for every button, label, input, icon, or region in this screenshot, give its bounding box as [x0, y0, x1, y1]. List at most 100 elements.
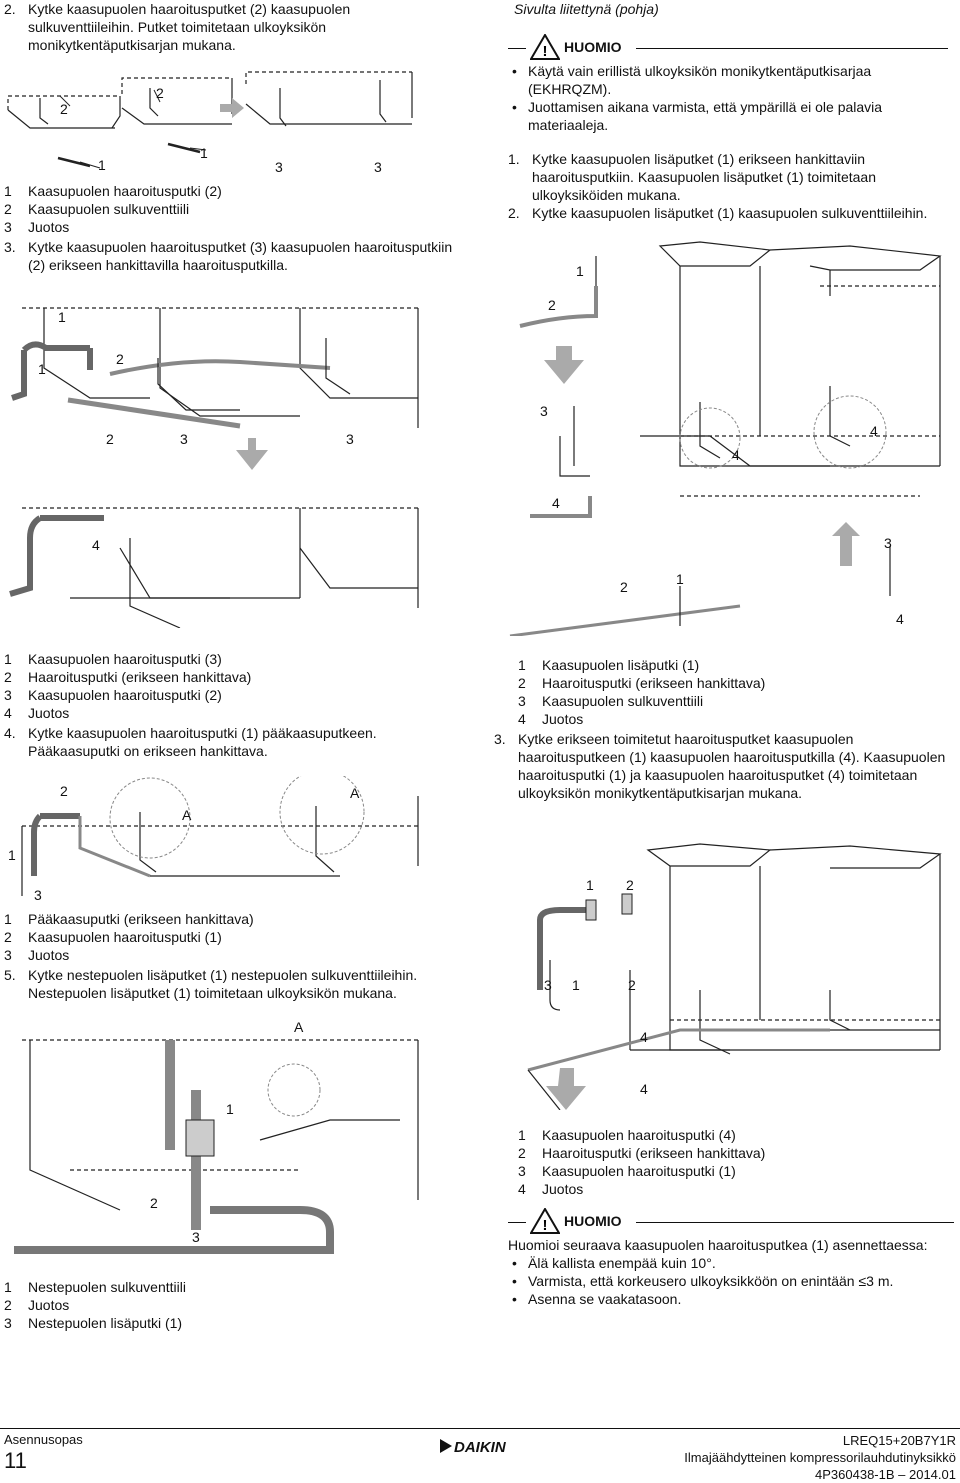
callout-1: 1 [572, 977, 580, 993]
warning-bullet: Älä kallista enempää kuin 10°. [508, 1254, 954, 1272]
right-steps-1-2: 1.Kytke kaasupuolen lisäputket (1) eriks… [508, 150, 948, 222]
brand-logo-text: DAIKIN [454, 1439, 507, 1456]
figure-bottom-connection-gas: 1 2 3 4 4 4 3 2 1 4 [500, 236, 950, 636]
callout-4: 4 [92, 537, 100, 553]
figure-gas-branch-pipes: 1 1 2 2 3 3 4 4 4 4 [0, 298, 440, 628]
callout-2: 2 [60, 101, 68, 117]
warning-bullet: Asenna se vaakatasoon. [508, 1290, 954, 1308]
warning-bullet: Käytä vain erillistä ulkoyksikön monikyt… [508, 62, 948, 98]
callout-2: 2 [628, 977, 636, 993]
callout-2: 2 [116, 351, 124, 367]
svg-text:!: ! [543, 43, 548, 60]
callout-1: 1 [586, 877, 594, 893]
step-number: 2. [4, 1, 16, 17]
warning-bullet: Varmista, että korkeusero ulkoyksikköön … [508, 1272, 954, 1290]
callout-1: 1 [576, 263, 584, 279]
callout-3: 3 [544, 977, 552, 993]
warning-intro: Huomioi seuraava kaasupuolen haaroituspu… [508, 1237, 928, 1253]
callout-3: 3 [346, 431, 354, 447]
step-1: 1.Kytke kaasupuolen lisäputket (1) eriks… [508, 151, 876, 203]
step-2-text: 2. Kytke kaasupuolen haaroitusputket (2) … [4, 0, 428, 54]
callout-1: 1 [38, 361, 46, 377]
step-body: Kytke kaasupuolen haaroitusputket (2) ka… [28, 1, 351, 53]
daikin-logo-icon: DAIKIN [440, 1439, 507, 1456]
callout-2: 2 [626, 877, 634, 893]
warning-title: HUOMIO [564, 1213, 622, 1229]
callout-4: 4 [552, 495, 560, 511]
figure-liquid-valve: A 1 2 3 [0, 1010, 440, 1276]
page-number: 11 [4, 1448, 27, 1473]
callout-3: 3 [884, 535, 892, 551]
callout-1: 1 [8, 847, 16, 863]
callout-2: 2 [106, 431, 114, 447]
model-number: LREQ15+20B7Y1R [842, 1433, 956, 1448]
step-2: 2.Kytke kaasupuolen lisäputket (1) kaasu… [508, 205, 928, 221]
callout-3: 3 [540, 403, 548, 419]
callout-3: 3 [374, 159, 382, 175]
section-header: Sivulta liitettynä (pohja) [514, 1, 659, 17]
callout-A: A [182, 807, 192, 823]
warning-bullet: Juottamisen aikana varmista, että ympäri… [508, 98, 948, 134]
callout-2: 2 [60, 783, 68, 799]
callout-4: 4 [640, 1029, 648, 1045]
callout-3: 3 [34, 887, 42, 903]
footer-doc-type: Asennusopas [4, 1432, 83, 1447]
callout-A: A [294, 1019, 304, 1035]
callout-2: 2 [156, 85, 164, 101]
step-5-text: 5.Kytke nestepuolen lisäputket (1) neste… [4, 967, 418, 1001]
callout-3: 3 [275, 159, 283, 175]
svg-text:!: ! [543, 1217, 548, 1234]
warning-triangle-icon: ! [530, 34, 560, 60]
figure-main-gas-pipe: 2 A A 1 3 [0, 776, 440, 904]
callout-3: 3 [180, 431, 188, 447]
figure-gas-branch-to-valve: 2 2 1 1 3 3 [0, 68, 420, 180]
brand-logo: DAIKIN [440, 1436, 520, 1456]
warning-title: HUOMIO [564, 39, 622, 55]
callout-4: 4 [732, 447, 740, 463]
callout-3: 3 [192, 1229, 200, 1245]
step-4-text: 4.Kytke kaasupuolen haaroitusputki (1) p… [4, 725, 377, 759]
callout-1: 1 [226, 1101, 234, 1117]
callout-A: A [350, 785, 360, 801]
footer-rule [0, 1428, 960, 1429]
warning-box-2: ! HUOMIO Huomioi seuraava kaasupuolen ha… [508, 1208, 954, 1312]
callout-1: 1 [676, 571, 684, 587]
callout-1: 1 [200, 145, 208, 161]
product-name: Ilmajäähdytteinen kompressorilauhdutinyk… [684, 1450, 956, 1465]
right-step-3: 3.Kytke erikseen toimitetut haaroitusput… [494, 731, 946, 801]
callout-4: 4 [896, 611, 904, 627]
callout-2: 2 [620, 579, 628, 595]
callout-4: 4 [870, 423, 878, 439]
doc-code: 4P360438-1B – 2014.01 [815, 1467, 956, 1482]
step-3-text: 3.Kytke kaasupuolen haaroitusputket (3) … [4, 239, 453, 273]
callout-1: 1 [58, 309, 66, 325]
figure-gas-branch-separate: 1 2 3 1 2 4 4 [500, 820, 950, 1110]
